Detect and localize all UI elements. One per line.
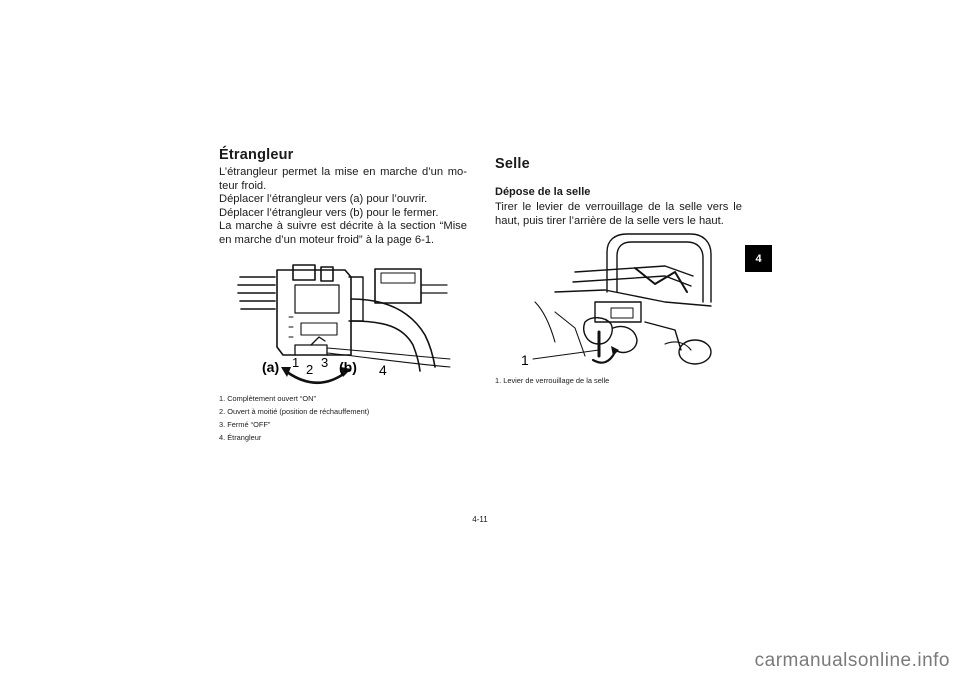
choke-heading: Étrangleur — [219, 147, 294, 163]
caption-item: 2. Ouvert à moitié (position de réchauff… — [219, 407, 370, 416]
seat-removal-body: Tirer le levier de verrouillage de la se… — [495, 201, 742, 227]
figure-callout-1: 1 — [292, 355, 299, 370]
caption-item: 4. Étrangleur — [219, 433, 262, 442]
figure-callout-2: 2 — [306, 362, 313, 377]
caption-item: 1. Levier de verrouillage de la selle — [495, 376, 610, 385]
caption-item: 1. Complètement ouvert “ON” — [219, 394, 316, 403]
choke-para-4: La marche à suivre est décrite à la sect… — [219, 220, 467, 246]
page-number: 4-11 — [472, 515, 488, 524]
lever-arrow-head-icon — [611, 346, 619, 356]
caption-item: 3. Fermé “OFF” — [219, 420, 271, 429]
seat-heading: Selle — [495, 156, 530, 172]
seat-captions: 1. Levier de verrouillage de la selle — [495, 374, 609, 387]
arrow-left-head-icon — [281, 367, 291, 377]
choke-para-1: L’étrangleur permet la mise en marche d’… — [219, 166, 467, 192]
choke-para-2: Déplacer l’étrangleur vers (a) pour l’ou… — [219, 193, 428, 206]
chapter-tab: 4 — [745, 245, 772, 272]
seat-illustration: 1 — [521, 233, 712, 368]
figure-label-b: (b) — [339, 359, 357, 375]
figure-label-a: (a) — [262, 359, 279, 375]
choke-para-3: Déplacer l’étrangleur vers (b) pour le f… — [219, 206, 439, 219]
seat-figure-callout-1: 1 — [521, 352, 529, 368]
choke-illustration: (a) 1 2 3 (b) 4 — [237, 264, 451, 384]
choke-captions: 1. Complètement ouvert “ON” 2. Ouvert à … — [219, 392, 369, 444]
choke-body: L’étrangleur permet la mise en marche d’… — [219, 166, 467, 248]
figure-callout-4: 4 — [379, 362, 387, 378]
watermark-footer: carmanualsonline.info — [754, 650, 950, 671]
figure-callout-3: 3 — [321, 355, 328, 370]
seat-removal-subheading: Dépose de la selle — [495, 186, 591, 198]
arrow-right-head-icon — [341, 367, 351, 377]
